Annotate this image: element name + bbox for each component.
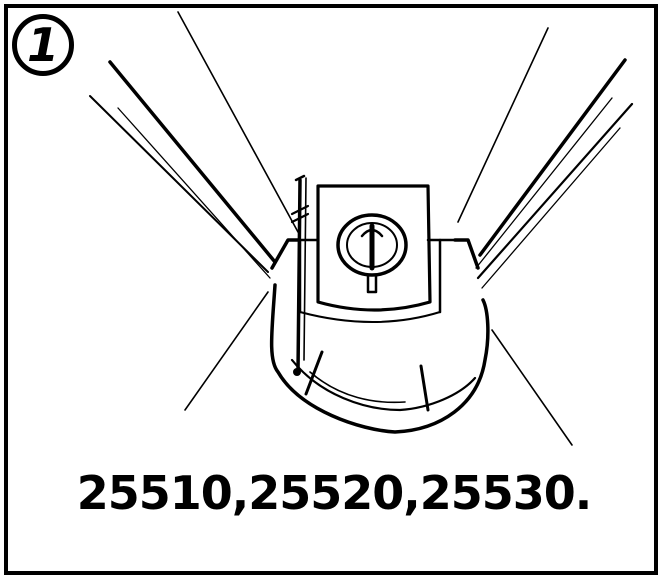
- step-number-text: 1: [26, 18, 59, 72]
- lock-housing-lip: [299, 311, 441, 323]
- inner-cradle-lower: [309, 371, 406, 404]
- retaining-clips: [304, 350, 430, 412]
- left-trim-lines: [89, 60, 277, 279]
- radiating-lines: [177, 11, 573, 446]
- lock-housing: [316, 184, 432, 312]
- illustration-frame: [4, 4, 658, 575]
- housing-bowl: [269, 283, 490, 434]
- inner-cradle: [290, 358, 477, 412]
- linkage-rod: [290, 174, 310, 376]
- housing-outline: [270, 238, 480, 270]
- right-trim-lines: [475, 58, 634, 289]
- part-numbers-caption: 25510,25520,25530.: [76, 466, 593, 520]
- step-number-badge: 1: [12, 14, 74, 76]
- lock-cylinder-icon: [336, 213, 408, 294]
